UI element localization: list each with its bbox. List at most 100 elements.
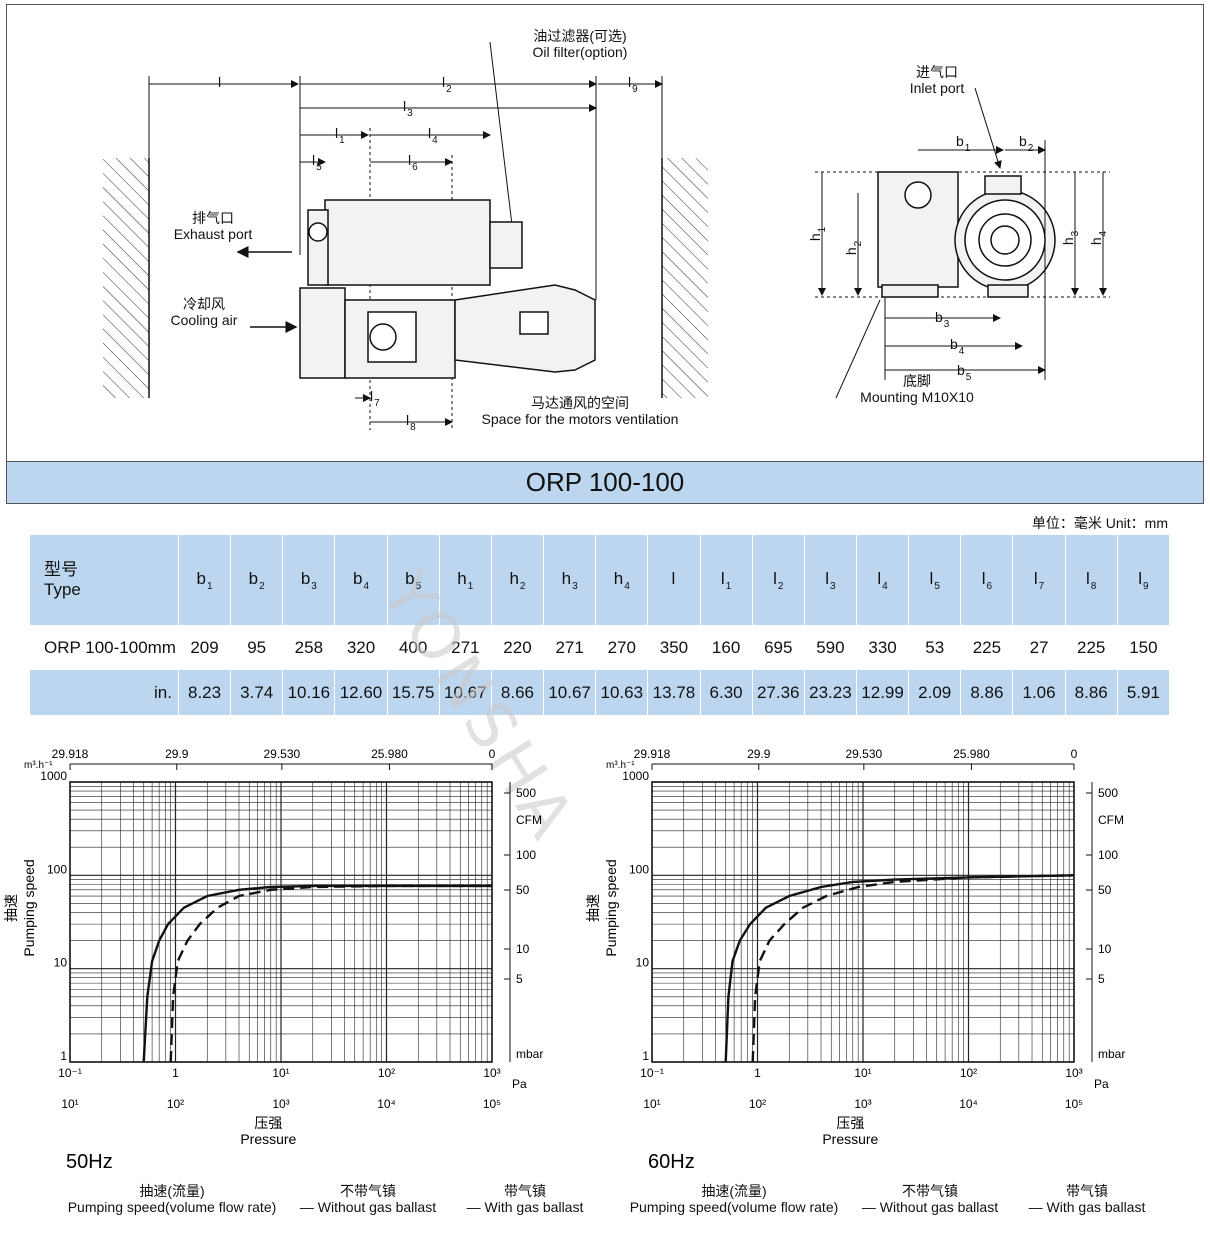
x-tick-label-pa: 10⁵ [483, 1097, 501, 1111]
table-cell: 590 [804, 625, 857, 670]
dim-label: h4 [1088, 230, 1110, 246]
table-cell: 95 [230, 625, 284, 670]
table-cell: 150 [1117, 625, 1171, 670]
series-with-gas-ballast [751, 874, 1075, 1063]
column-header: l2 [752, 535, 805, 625]
top-tick-label: 25.980 [953, 747, 990, 761]
right-tick-label: 50 [516, 883, 530, 897]
x-tick-label-pa: 10⁴ [959, 1097, 978, 1111]
table-cell: 209 [178, 625, 232, 670]
table-cell: 8.86 [1065, 670, 1118, 715]
column-header: b5 [387, 535, 440, 625]
x-tick-label-mbar: 10² [960, 1066, 977, 1080]
table-cell: 220 [491, 625, 545, 670]
table-cell: 27.36 [752, 670, 805, 715]
dim-label: l8 [406, 412, 416, 433]
column-header: h1 [439, 535, 492, 625]
right-tick-label: CFM [1098, 813, 1124, 827]
column-header: l [647, 535, 701, 625]
table-cell: 350 [647, 625, 701, 670]
x-tick-label-mbar: 10⁻¹ [640, 1066, 664, 1080]
model-title-bar: ORP 100-100 [6, 461, 1204, 504]
top-tick-label: 29.918 [52, 747, 89, 761]
table-cell: 225 [1065, 625, 1118, 670]
column-header: l3 [804, 535, 857, 625]
pa-unit: Pa [1094, 1077, 1109, 1091]
chart-frame [651, 781, 1075, 1063]
table-cell: 5.91 [1117, 670, 1171, 715]
top-tick-label: 0 [489, 747, 496, 761]
table-cell: 6.30 [700, 670, 753, 715]
table-cell: 330 [856, 625, 910, 670]
table-cell: 10.67 [439, 670, 492, 715]
legend-speed-2: 抽速(流量)Pumping speed(volume flow rate) [629, 1183, 839, 1215]
column-header: h3 [543, 535, 597, 625]
top-tick-label: 29.9 [747, 747, 771, 761]
right-tick-label: 10 [1098, 942, 1112, 956]
y-tick-label: 1 [60, 1049, 67, 1063]
x-tick-label-pa: 10² [167, 1097, 184, 1111]
y-axis-label-en: Pumping speed [603, 859, 619, 956]
column-header: b3 [282, 535, 336, 625]
column-header: h4 [595, 535, 649, 625]
table-cell: 8.66 [491, 670, 545, 715]
pump-front-view [877, 171, 1056, 298]
x-axis-label-cn: 压强 [254, 1115, 282, 1131]
table-cell: 271 [439, 625, 492, 670]
x-tick-label-pa: 10³ [854, 1097, 871, 1111]
table-cell: 270 [595, 625, 649, 670]
table-cell: 400 [387, 625, 440, 670]
x-tick-label-pa: 10¹ [61, 1097, 78, 1111]
x-tick-label-pa: 10⁴ [377, 1097, 396, 1111]
x-tick-label-pa: 10¹ [643, 1097, 660, 1111]
table-cell: 23.23 [804, 670, 857, 715]
x-tick-label-mbar: 10¹ [272, 1066, 289, 1080]
dim-label: b3 [935, 309, 950, 330]
top-tick-label: 29.530 [263, 747, 300, 761]
table-cell: 12.60 [334, 670, 388, 715]
x-tick-label-mbar: 10³ [1065, 1066, 1082, 1080]
dim-label: h2 [843, 240, 865, 256]
column-header: b2 [230, 535, 284, 625]
unit-label: 单位：毫米 Unit：mm [1031, 515, 1168, 531]
column-header: l8 [1065, 535, 1118, 625]
pa-unit: Pa [512, 1077, 527, 1091]
y-tick-label: 100 [629, 862, 649, 876]
legend-without-1: 不带气镇— Without gas ballast [299, 1183, 437, 1215]
dim-label: l4 [428, 125, 438, 146]
table-cell: 12.99 [856, 670, 910, 715]
x-tick-label-mbar: 10¹ [854, 1066, 871, 1080]
right-tick-label: 5 [516, 972, 523, 986]
column-header: b4 [334, 535, 388, 625]
right-tick-label: 5 [1098, 972, 1105, 986]
y-unit: m³.h⁻¹ [606, 760, 635, 771]
dim-label: l [218, 74, 222, 90]
y-tick-label: 1 [642, 1049, 649, 1063]
legend-with-2: 带气镇— With gas ballast [1028, 1183, 1146, 1215]
legend-with-1: 带气镇— With gas ballast [466, 1183, 584, 1215]
table-cell: 695 [752, 625, 805, 670]
x-tick-label-pa: 10³ [272, 1097, 289, 1111]
table-cell: 10.67 [543, 670, 597, 715]
dim-label: b4 [950, 336, 965, 357]
y-tick-label: 100 [47, 862, 67, 876]
table-cell: 3.74 [230, 670, 284, 715]
dim-label: b2 [1019, 133, 1034, 154]
left-wall-hatch [103, 158, 149, 398]
y-axis-label-cn: 抽速 [585, 894, 601, 922]
dim-label: l7 [370, 388, 380, 409]
x-axis-label-en: Pressure [822, 1131, 878, 1147]
column-header: l6 [960, 535, 1014, 625]
table-cell: 2.09 [908, 670, 962, 715]
y-tick-label: 1000 [40, 769, 67, 783]
right-tick-label: 500 [1098, 786, 1118, 800]
top-tick-label: 29.530 [845, 747, 882, 761]
y-unit: m³.h⁻¹ [24, 760, 53, 771]
column-header: l1 [700, 535, 753, 625]
right-unit: mbar [516, 1047, 543, 1061]
